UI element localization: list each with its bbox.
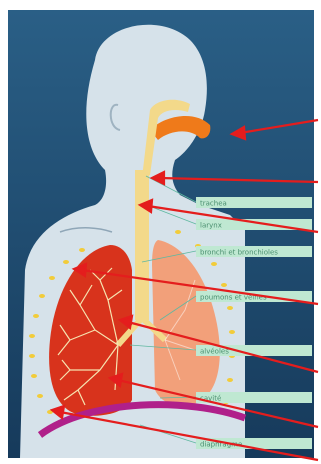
label-box-1: trachea xyxy=(196,197,312,208)
label-text-5: alvéoles xyxy=(200,348,229,356)
label-text-1: trachea xyxy=(200,200,227,208)
label-text-2: larynx xyxy=(200,222,222,230)
label-box-3: bronchi et bronchioles xyxy=(196,246,312,257)
label-text-3: bronchi et bronchioles xyxy=(200,249,278,257)
trachea xyxy=(135,170,149,320)
